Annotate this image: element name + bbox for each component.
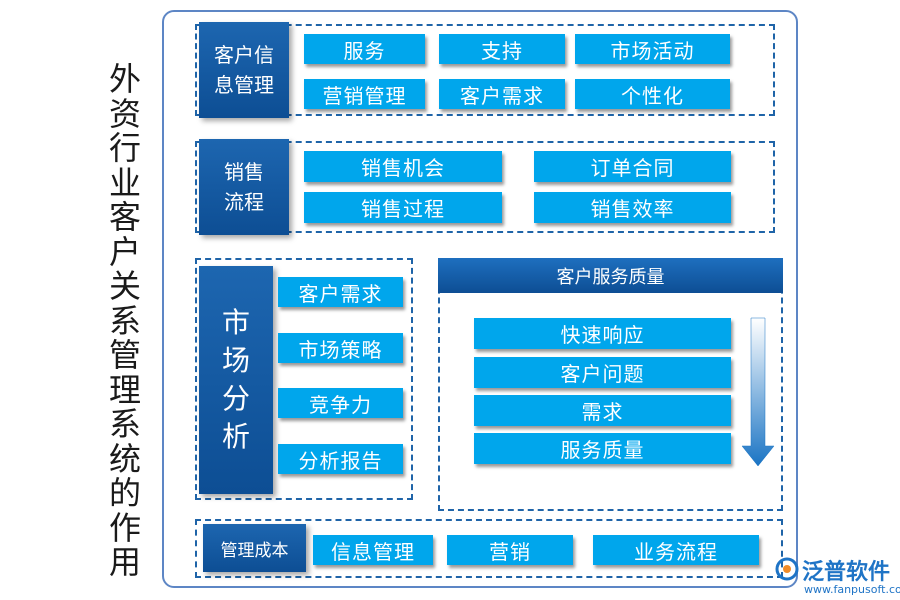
personalization-button[interactable]: 个性化 — [575, 79, 730, 109]
market-analysis-label: 市场分析 — [199, 266, 273, 494]
service-quality-header: 客户服务质量 — [438, 258, 783, 293]
information-management-button[interactable]: 信息管理 — [313, 535, 433, 565]
down-arrow-icon — [741, 317, 775, 467]
sales-process-button[interactable]: 销售过程 — [304, 192, 502, 223]
support-button[interactable]: 支持 — [439, 34, 565, 64]
market-analysis-section — [195, 258, 413, 500]
management-cost-section — [195, 519, 783, 578]
competitiveness-button[interactable]: 竞争力 — [278, 388, 403, 418]
service-quality-button[interactable]: 服务质量 — [474, 433, 731, 464]
customer-problem-button[interactable]: 客户问题 — [474, 357, 731, 388]
analysis-report-button[interactable]: 分析报告 — [278, 444, 403, 474]
sales-process-section — [195, 141, 775, 233]
business-process-button[interactable]: 业务流程 — [593, 535, 759, 565]
customer-demand-button[interactable]: 客户需求 — [439, 79, 565, 109]
management-cost-label: 管理成本 — [203, 524, 306, 572]
service-button[interactable]: 服务 — [304, 34, 425, 64]
marketing-management-button[interactable]: 营销管理 — [304, 79, 425, 109]
brand-logo-icon — [775, 557, 799, 581]
page-title: 外资行业客户关系管理系统的作用 — [108, 60, 141, 581]
market-customer-demand-button[interactable]: 客户需求 — [278, 277, 403, 307]
marketing-activity-button[interactable]: 市场活动 — [575, 34, 730, 64]
sales-efficiency-button[interactable]: 销售效率 — [534, 192, 731, 223]
order-contract-button[interactable]: 订单合同 — [534, 151, 731, 182]
marketing-button[interactable]: 营销 — [447, 535, 573, 565]
demand-button[interactable]: 需求 — [474, 395, 731, 426]
market-strategy-button[interactable]: 市场策略 — [278, 333, 403, 363]
brand-logo-name: 泛普软件 — [802, 560, 891, 585]
customer-info-section — [195, 24, 775, 116]
sales-opportunity-button[interactable]: 销售机会 — [304, 151, 502, 182]
brand-logo: 泛普软件 www.fanpusoft.com — [770, 552, 900, 600]
quick-response-button[interactable]: 快速响应 — [474, 318, 731, 349]
brand-logo-url: www.fanpusoft.com — [804, 583, 900, 596]
sales-process-label: 销售流程 — [199, 139, 289, 235]
customer-info-label: 客户信息管理 — [199, 22, 289, 118]
